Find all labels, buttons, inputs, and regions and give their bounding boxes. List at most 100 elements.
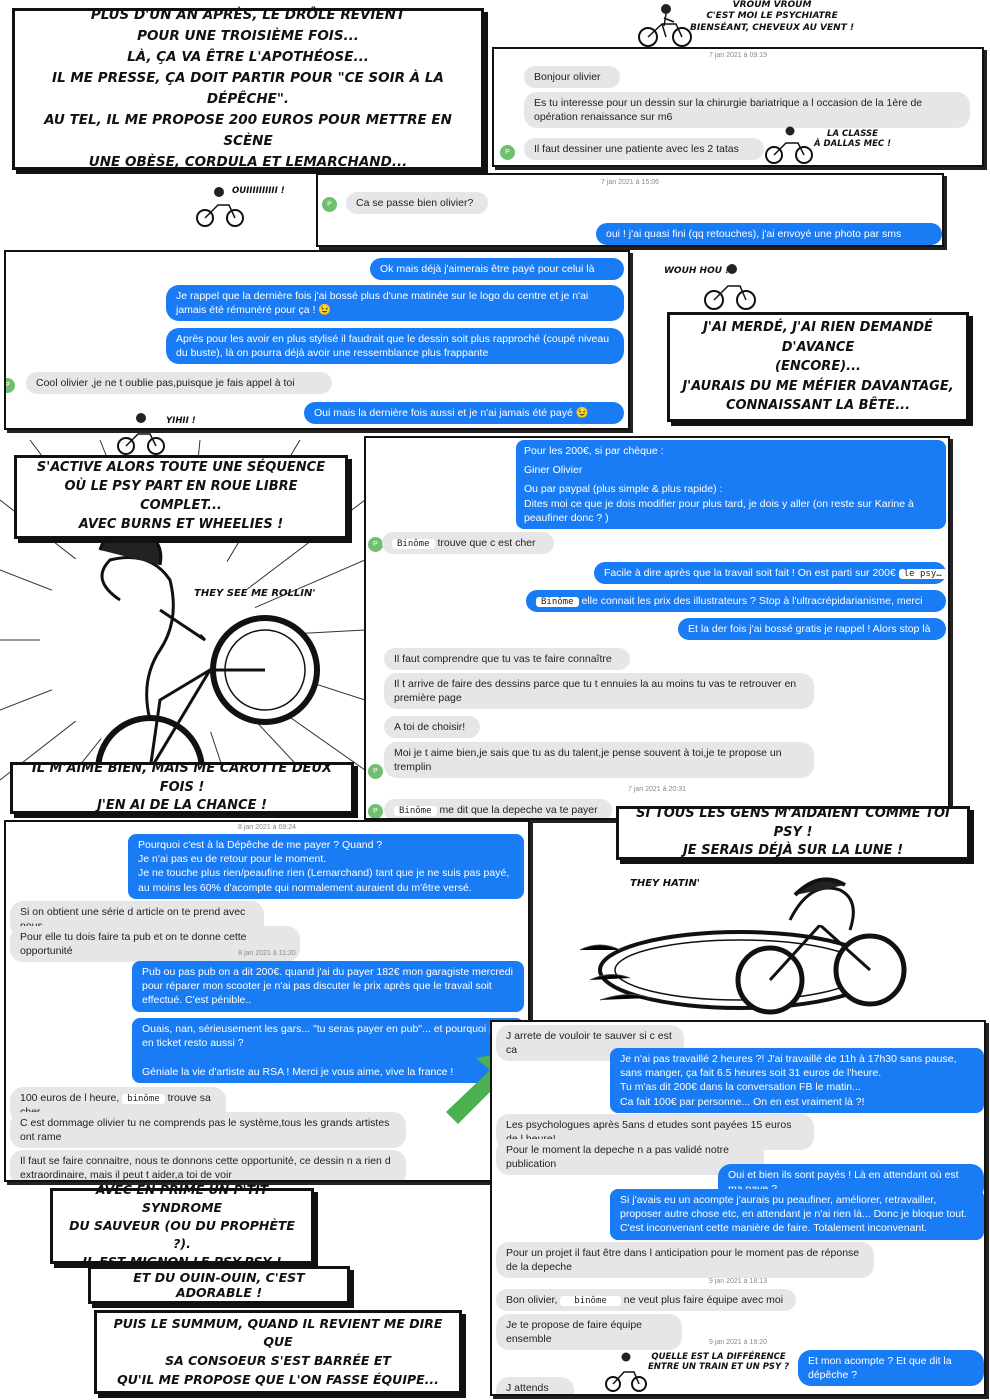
caption-line: qu'il me propose que l'on fasse équipe..… (117, 1371, 439, 1387)
caption-line: Il m'aime bien, mais me carotte deux foi… (31, 760, 333, 795)
sfx-hatin: They hatin' (630, 878, 700, 889)
message-line: Dites moi ce que je dois modifier pour p… (524, 497, 914, 524)
cyclist-doodle-5 (117, 413, 165, 455)
caption-line: Plus d'un an après, le drôle revient (90, 7, 406, 24)
chat-panel-4: Pour les 200€, si par chèque : Giner Oli… (364, 436, 950, 820)
sfx-wouh: Wouh hou ! (664, 266, 730, 276)
caption-line: où le psy part en roue libre complet... (64, 479, 298, 513)
caption-sauveur: Avec en prime un p'tit syndrome du sauve… (50, 1182, 314, 1269)
message-sent: Et la der fois j'ai bossé gratis je rapp… (678, 618, 946, 641)
caption-line: Au tel, il me propose 200 euros pour met… (44, 111, 452, 149)
timestamp: 9 jan 2021 à 19:20 (709, 1339, 767, 1346)
sfx-ouii: Ouiiiiiiiiii ! (232, 186, 285, 196)
timestamp: 8 jan 2021 à 09:24 (238, 824, 296, 831)
message-sent: oui ! j'ai quasi fini (qq retouches), j'… (596, 223, 942, 245)
redacted-name-tag: binôme (560, 1296, 621, 1306)
caption-line: il me presse, ça doit partir pour "ce so… (52, 70, 444, 107)
message-sent: Si j'avais eu un acompte j'aurais pu pea… (610, 1189, 984, 1240)
caption-line: avec burns et wheelies ! (78, 516, 284, 532)
redacted-name-tag: Binôme (392, 539, 435, 549)
message-received: Moi je t aime bien,je sais que tu as du … (384, 742, 814, 779)
caption-intro: Plus d'un an après, le drôle revient pou… (12, 7, 484, 170)
redacted-name-tag: le psy… (898, 569, 946, 579)
caption-line: sa consoeur s'est barrée et (165, 1353, 391, 1368)
cyclist-doodle-3 (196, 187, 244, 227)
message-sent: Je n'ai pas travaillé 2 heures ?! J'ai t… (610, 1048, 984, 1113)
caption-line: connaissant la bête... (725, 398, 911, 414)
sfx-rollin: They see me rollin' (194, 588, 316, 599)
timestamp: 7 jan 2021 à 20:31 (628, 786, 686, 793)
sfx-classe: La classe à Dallas mec ! (814, 129, 892, 150)
caption-line: Je serais déjà sur la lune ! (682, 843, 904, 859)
avatar: P (500, 145, 515, 160)
sfx-vroum: Vroum vroum c'est moi le psychiatre bien… (690, 0, 855, 33)
message-line: Pour les 200€, si par chèque : (524, 445, 664, 457)
message-sent: Pourquoi c'est à la Dépêche de me payer … (128, 834, 524, 899)
caption-line: S'active alors toute une séquence (36, 460, 326, 476)
message-sent: Oui mais la dernière fois aussi et je n'… (304, 402, 624, 425)
message-sent: Pub ou pas pub on a dit 200€. quand j'ai… (132, 961, 524, 1012)
caption-line: pour une troisième fois... (137, 28, 359, 45)
timestamp: 7 jan 2021 à 15:06 (601, 179, 659, 186)
chat-panel-3: Ok mais déjà j'aimerais être payé pour c… (4, 250, 630, 430)
caption-line: J'ai merdé, j'ai rien demandé d'avance (703, 320, 933, 355)
chat-panel-2: 7 jan 2021 à 15:06 P Ca se passe bien ol… (316, 173, 944, 247)
message-received: C est dommage olivier tu ne comprends pa… (10, 1112, 406, 1149)
message-sent: Pour les 200€, si par chèque : Giner Oli… (516, 440, 946, 529)
caption-line: Avec en prime un p'tit syndrome (95, 1181, 269, 1215)
caption-merde: J'ai merdé, j'ai rien demandé d'avance (… (667, 312, 969, 422)
avatar: P (6, 378, 15, 393)
message-received: Bonjour olivier (524, 66, 620, 89)
timestamp: 7 jan 2021 à 09:19 (709, 52, 767, 59)
message-received: A toi de choisir! (384, 716, 480, 739)
caption-ouin: Et du ouin-ouin, c'est adorable ! (88, 1266, 350, 1304)
caption-line: (encore)... (775, 359, 861, 375)
message-received: Il faut dessiner une patiente avec les 2… (524, 138, 764, 161)
caption-line: Et du ouin-ouin, c'est adorable ! (133, 1270, 305, 1300)
message-received: Binôme trouve que c est cher (382, 532, 554, 555)
avatar: P (368, 764, 383, 779)
caption-line: une obèse, Cordula et Lemarchand... (88, 153, 408, 170)
message-line: Giner Olivier (524, 464, 583, 477)
sfx-train: Quelle est la différence entre un train … (648, 1352, 790, 1373)
message-received: Il faut comprendre que tu vas te faire c… (384, 648, 630, 671)
chat-panel-1: 7 jan 2021 à 09:19 Bonjour olivier Es tu… (492, 47, 984, 167)
caption-carotte: Il m'aime bien, mais me carotte deux foi… (10, 760, 354, 814)
message-received: Pour un projet il faut être dans l antic… (496, 1242, 874, 1279)
timestamp: 8 jan 2021 à 11:20 (238, 950, 296, 957)
message-received: Il faut se faire connaitre, nous te donn… (10, 1150, 406, 1180)
message-received: Je te propose de faire équipe ensemble (496, 1314, 682, 1351)
timestamp: 9 jan 2021 à 18:13 (709, 1278, 767, 1285)
message-received: Cool olivier ,je ne t oublie pas,puisque… (26, 372, 332, 395)
cyclist-doodle-1 (638, 4, 692, 47)
message-sent: Binôme elle connait les prix des illustr… (526, 590, 946, 613)
message-sent: Ok mais déjà j'aimerais être payé pour c… (370, 258, 624, 281)
caption-line: là, ça va être l'apothéose... (127, 49, 369, 66)
message-received: Es tu interesse pour un dessin sur la ch… (524, 92, 970, 129)
caption-line: Puis le summum, quand il revient me dire… (113, 1315, 443, 1350)
caption-summum: Puis le summum, quand il revient me dire… (94, 1310, 462, 1394)
caption-line: J'aurais du me méfier davantage, (682, 378, 954, 394)
avatar: P (368, 537, 383, 552)
skid-illustration (579, 877, 907, 1015)
cyclist-doodle-4 (704, 264, 756, 310)
message-sent: Je rappel que la dernière fois j'ai boss… (166, 285, 624, 322)
message-received: J attends lundi (496, 1377, 574, 1394)
caption-line: Si tous les gens m'aidaient comme toi Ps… (636, 805, 950, 840)
avatar: P (368, 804, 383, 818)
message-sent: Et mon acompte ? Et que dit la dépêche ? (798, 1350, 984, 1387)
sfx-yihii: Yihii ! (166, 416, 196, 426)
message-received: Bon olivier, binôme ne veut plus faire é… (496, 1289, 796, 1312)
caption-line: J'en ai de la chance ! (97, 798, 267, 814)
caption-line: du sauveur (ou du prophète ?). (69, 1217, 295, 1252)
avatar: P (322, 197, 337, 212)
cyclist-doodle-2 (765, 126, 813, 164)
caption-lune: Si tous les gens m'aidaient comme toi Ps… (616, 806, 970, 860)
cyclist-doodle-6 (605, 1352, 647, 1392)
message-received: Ca se passe bien olivier? (346, 192, 488, 215)
message-sent: Après pour les avoir en plus stylisé il … (166, 328, 624, 365)
message-received: Binôme me dit que la depeche va te payer (384, 799, 612, 818)
message-received: Il t arrive de faire des dessins parce q… (384, 673, 814, 710)
caption-line: Il est mignon le Psy-Psy ! (82, 1254, 282, 1270)
caption-sequence: S'active alors toute une séquence où le … (14, 455, 348, 539)
